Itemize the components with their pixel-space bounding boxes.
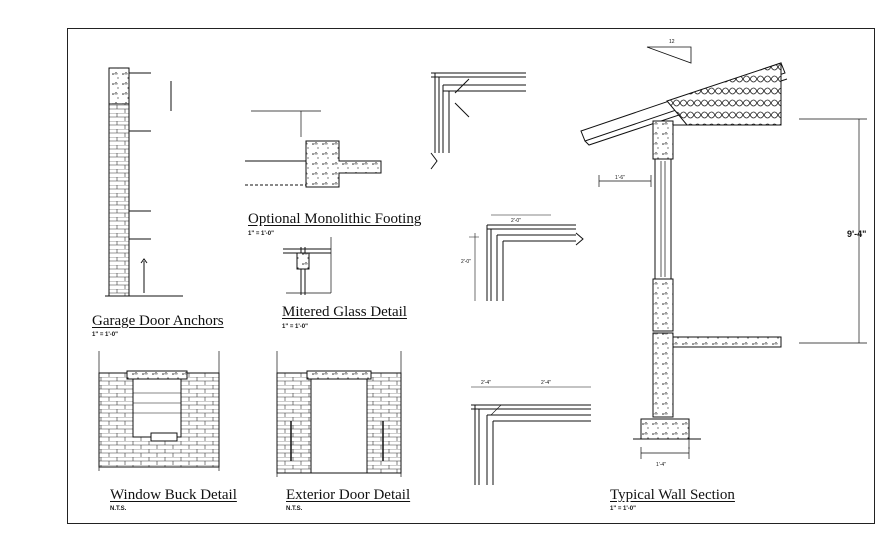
detail-scale-garage-door-anchors: 1" = 1'-0" [92,332,118,338]
detail-scale-window-buck: N.T.S. [110,506,127,512]
roof-slope-label: 12 [669,39,675,45]
miter-bottom-dimension-2: 2'-4" [541,380,551,386]
drawing-sheet: 9'-4" 1'-6" 2'-0" 2'-0" 2'-4" 2'-4" 1'-4… [67,28,875,524]
detail-title-monolithic-footing: Optional Monolithic Footing [248,211,422,227]
wall-height-dimension: 9'-4" [847,229,866,239]
corner-section-b [469,214,584,301]
typical-wall-section-drawing [580,46,867,459]
detail-drawings: 9'-4" 1'-6" 2'-0" 2'-0" 2'-4" 2'-4" 1'-4… [98,39,867,485]
detail-title-typical-wall-section: Typical Wall Section [610,487,735,503]
detail-scale-monolithic-footing: 1" = 1'-0" [248,231,274,237]
garage-door-anchors-drawing [105,67,183,297]
miter-side-dimension: 2'-0" [461,259,471,265]
corner-section-a [430,72,526,170]
detail-title-exterior-door: Exterior Door Detail [286,487,411,503]
corner-section-c [471,386,591,485]
miter-top-dimension-a: 2'-0" [511,218,521,224]
footing-dimension: 1'-4" [656,462,666,468]
detail-title-garage-door-anchors: Garage Door Anchors [92,313,224,329]
detail-scale-mitered-glass: 1" = 1'-0" [282,324,308,330]
detail-scale-exterior-door: N.T.S. [286,506,303,512]
detail-title-window-buck: Window Buck Detail [110,487,237,503]
mitered-glass-drawing [283,237,332,295]
exterior-door-drawing [276,351,402,477]
window-buck-drawing [98,351,220,471]
overhang-dimension: 1'-6" [615,175,625,181]
monolithic-footing-drawing [245,110,382,188]
miter-bottom-dimension-1: 2'-4" [481,380,491,386]
detail-title-mitered-glass: Mitered Glass Detail [282,304,407,320]
detail-scale-typical-wall-section: 1" = 1'-0" [610,506,636,512]
